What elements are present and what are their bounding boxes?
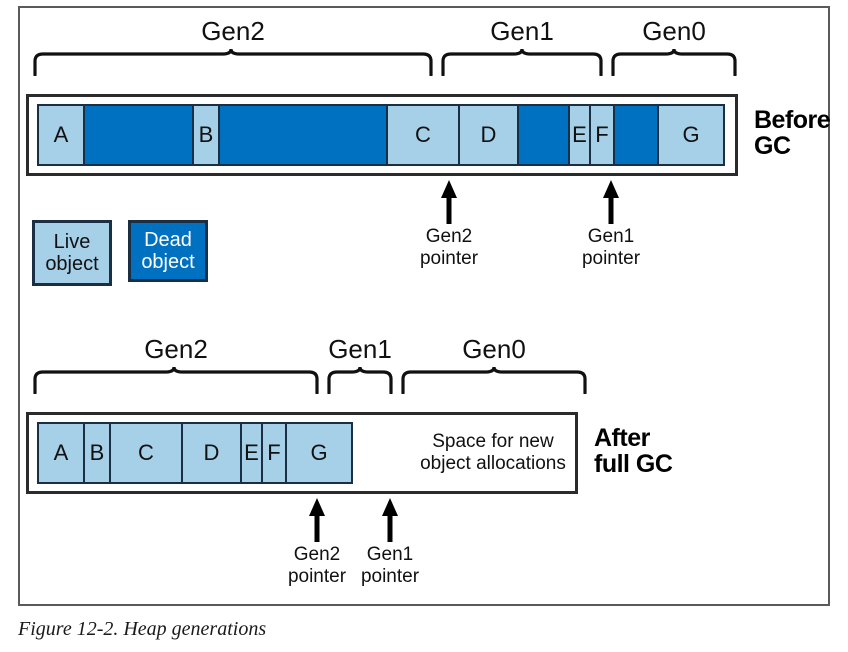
heap-block: B: [83, 422, 111, 484]
heap-blocks-after: A B C D E F G: [37, 422, 413, 484]
free-space-line1: Space for new: [432, 431, 554, 453]
heap-block: D: [458, 104, 519, 166]
pointer-label-line1: Gen2: [293, 544, 341, 565]
brace-shape-gen0-after: [401, 366, 587, 394]
figure-caption: Figure 12-2. Heap generations: [18, 618, 267, 640]
heap-block: C: [386, 104, 460, 166]
heap-block: [218, 104, 388, 166]
heap-block: E: [568, 104, 591, 166]
gen1-pointer-before-label: Gen1 pointer: [541, 226, 681, 270]
brace-shape-gen2-before: [33, 48, 433, 76]
brace-gen0-after: Gen0: [400, 336, 588, 396]
before-gc-label: Before GC: [754, 106, 834, 160]
heap-block: A: [37, 422, 85, 484]
heap-block: E: [240, 422, 263, 484]
after-gc-diagram: Gen2 Gen1 Gen0 A B C D E F: [20, 326, 832, 606]
pointer-label-line1: Gen2: [425, 226, 473, 247]
arrow-up-icon: [441, 180, 457, 224]
after-gc-label-line1: After: [594, 424, 650, 452]
heap-block: [613, 104, 659, 166]
after-gc-label: After full GC: [594, 424, 714, 478]
figure-frame: Gen2 Gen1 Gen0 A B C D: [18, 6, 834, 606]
heap-block: B: [192, 104, 220, 166]
after-gc-label-line2: full GC: [594, 449, 673, 478]
heap-block: D: [181, 422, 242, 484]
brace-shape-gen0-before: [611, 48, 737, 76]
brace-shape-gen1-before: [441, 48, 603, 76]
heap-blocks-before: A B C D E F G: [37, 104, 733, 166]
heap-container-after: A B C D E F G Space for new object alloc…: [26, 412, 578, 494]
heap-block: G: [285, 422, 353, 484]
brace-gen1-after: Gen1: [326, 336, 394, 396]
pointer-label-line2: pointer: [419, 247, 479, 269]
pointer-label-line1: Gen1: [366, 544, 414, 565]
before-gc-label-line1: Before: [754, 106, 831, 134]
legend-live-line2: object: [45, 253, 99, 275]
heap-block: [83, 104, 194, 166]
brace-shape-gen1-after: [327, 366, 393, 394]
legend-live-line1: Live: [53, 230, 91, 253]
brace-label-gen0-after: Gen0: [462, 334, 526, 364]
free-space-region: Space for new object allocations: [419, 422, 567, 484]
pointer-label-line2: pointer: [581, 247, 641, 269]
brace-label-gen0-before: Gen0: [642, 16, 706, 46]
before-gc-diagram: Gen2 Gen1 Gen0 A B C D: [20, 8, 834, 269]
brace-label-gen1-after: Gen1: [328, 334, 392, 364]
pointer-label-line2: pointer: [360, 565, 420, 587]
arrow-up-icon: [603, 180, 619, 224]
heap-block: C: [109, 422, 183, 484]
brace-gen2-before: Gen2: [32, 18, 434, 78]
legend-item-live: Live object: [32, 220, 112, 286]
heap-block: [517, 104, 570, 166]
heap-block: F: [261, 422, 287, 484]
legend-dead-line1: Dead: [144, 228, 192, 251]
brace-gen0-before: Gen0: [610, 18, 738, 78]
brace-gen2-after: Gen2: [32, 336, 320, 396]
legend: Live object Dead object: [20, 220, 832, 300]
brace-label-gen2-after: Gen2: [144, 334, 208, 364]
gen2-pointer-after-label: Gen2 pointer: [247, 544, 387, 588]
pointer-label-line1: Gen1: [587, 226, 635, 247]
legend-dead-line2: object: [141, 251, 195, 273]
before-gc-label-line2: GC: [754, 131, 791, 160]
arrow-up-icon: [309, 498, 325, 542]
heap-container-before: A B C D E F G: [26, 94, 738, 176]
gen2-pointer-before-label: Gen2 pointer: [379, 226, 519, 270]
legend-item-dead: Dead object: [128, 220, 208, 282]
free-space-line2: object allocations: [420, 453, 566, 474]
brace-label-gen2-before: Gen2: [201, 16, 265, 46]
heap-block: G: [657, 104, 725, 166]
gen1-pointer-after-label: Gen1 pointer: [320, 544, 460, 588]
brace-shape-gen2-after: [33, 366, 319, 394]
arrow-up-icon: [382, 498, 398, 542]
brace-gen1-before: Gen1: [440, 18, 604, 78]
brace-label-gen1-before: Gen1: [490, 16, 554, 46]
heap-block: A: [37, 104, 85, 166]
pointer-label-line2: pointer: [287, 565, 347, 587]
heap-block: F: [589, 104, 615, 166]
